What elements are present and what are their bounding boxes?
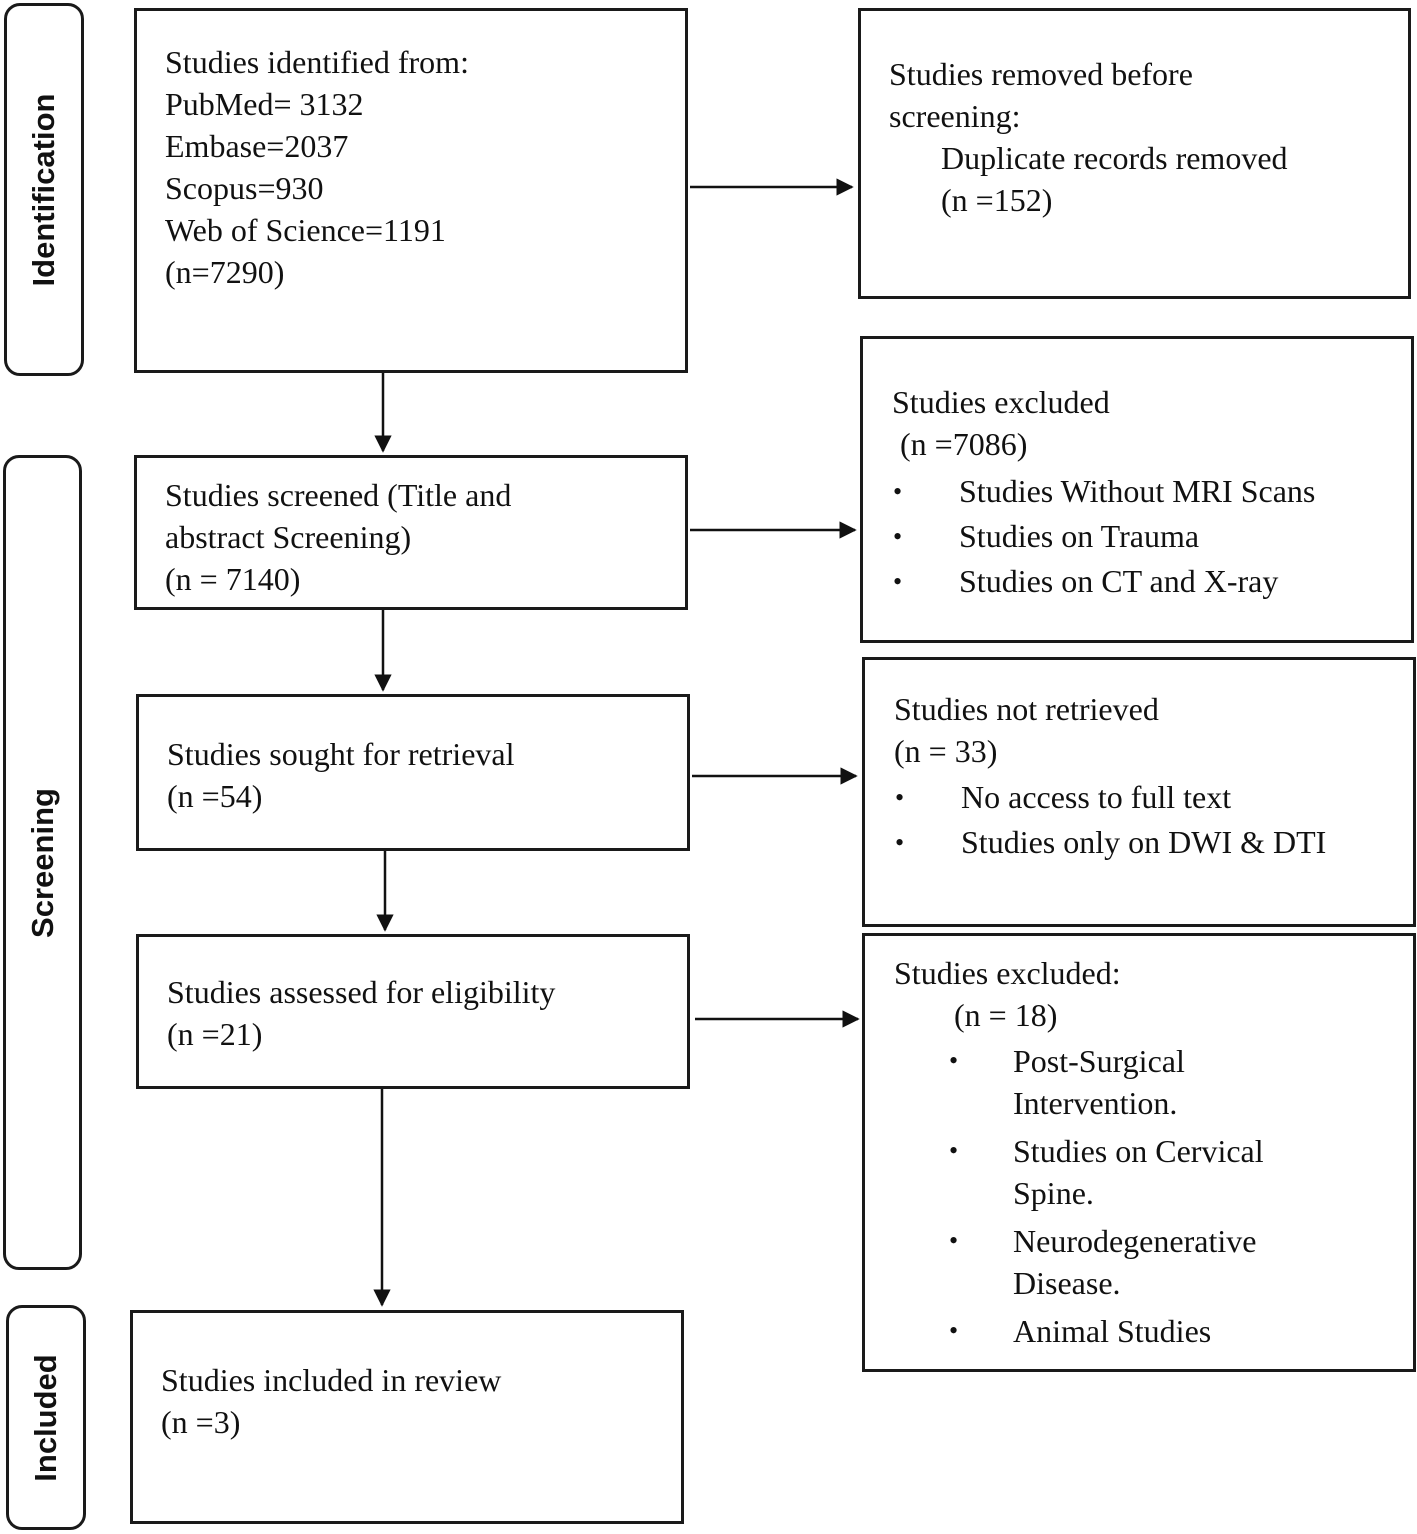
assessed-count: (n =21) — [167, 1016, 263, 1052]
assessed-heading: Studies assessed for eligibility — [167, 974, 556, 1010]
excluded-eligibility-heading: Studies excluded: — [894, 955, 1121, 991]
stage-screening: Screening — [3, 455, 82, 1270]
list-item: •Studies Without MRI Scans — [893, 469, 1315, 514]
stage-identification: Identification — [4, 3, 84, 376]
list-item: •Studies on CT and X-ray — [893, 559, 1315, 604]
sought-box: Studies sought for retrieval (n =54) — [136, 694, 690, 851]
excluded-screening-heading: Studies excluded — [892, 384, 1110, 420]
removed-box: Studies removed before screening: Duplic… — [858, 8, 1411, 299]
not-retrieved-heading: Studies not retrieved — [894, 691, 1159, 727]
excluded-eligibility-count: (n = 18) — [954, 997, 1058, 1033]
bullet-icon: • — [949, 1136, 959, 1165]
excluded-screening-box: Studies excluded (n =7086) •Studies With… — [860, 336, 1414, 643]
stage-included: Included — [6, 1305, 86, 1530]
screened-box: Studies screened (Title and abstract Scr… — [134, 455, 688, 610]
screened-count: (n = 7140) — [165, 561, 301, 597]
excluded-eligibility-box: Studies excluded: (n = 18) •Post-Surgica… — [862, 933, 1416, 1372]
identified-source-pubmed: PubMed= 3132 — [165, 86, 364, 122]
removed-heading-line2: screening: — [889, 98, 1021, 134]
identified-source-wos: Web of Science=1191 — [165, 212, 446, 248]
bullet-icon: • — [949, 1316, 959, 1345]
excluded-screening-count: (n =7086) — [900, 426, 1028, 462]
assessed-box: Studies assessed for eligibility (n =21) — [136, 934, 690, 1089]
identified-box: Studies identified from: PubMed= 3132 Em… — [134, 8, 688, 373]
screened-line2: abstract Screening) — [165, 519, 412, 555]
bullet-icon: • — [893, 477, 903, 506]
included-count: (n =3) — [161, 1404, 241, 1440]
identified-source-embase: Embase=2037 — [165, 128, 349, 164]
removed-count: (n =152) — [941, 182, 1053, 218]
bullet-icon: • — [893, 522, 903, 551]
not-retrieved-reasons: •No access to full text •Studies only on… — [895, 775, 1326, 865]
bullet-icon: • — [895, 783, 905, 812]
list-item: •Studies on Trauma — [893, 514, 1315, 559]
sought-count: (n =54) — [167, 778, 263, 814]
bullet-icon: • — [895, 828, 905, 857]
list-item: •Animal Studies — [949, 1310, 1264, 1352]
screened-line1: Studies screened (Title and — [165, 477, 512, 513]
bullet-icon: • — [893, 567, 903, 596]
bullet-icon: • — [949, 1046, 959, 1075]
included-box: Studies included in review (n =3) — [130, 1310, 684, 1524]
not-retrieved-box: Studies not retrieved (n = 33) •No acces… — [862, 657, 1416, 927]
bullet-icon: • — [949, 1226, 959, 1255]
included-heading: Studies included in review — [161, 1362, 502, 1398]
removed-detail: Duplicate records removed — [941, 140, 1288, 176]
not-retrieved-count: (n = 33) — [894, 733, 998, 769]
identified-source-scopus: Scopus=930 — [165, 170, 324, 206]
removed-heading-line1: Studies removed before — [889, 56, 1193, 92]
list-item: •No access to full text — [895, 775, 1326, 820]
list-item: •Studies only on DWI & DTI — [895, 820, 1326, 865]
identified-heading: Studies identified from: — [165, 44, 469, 80]
identified-count: (n=7290) — [165, 254, 285, 290]
sought-heading: Studies sought for retrieval — [167, 736, 515, 772]
excluded-screening-reasons: •Studies Without MRI Scans •Studies on T… — [893, 469, 1315, 604]
